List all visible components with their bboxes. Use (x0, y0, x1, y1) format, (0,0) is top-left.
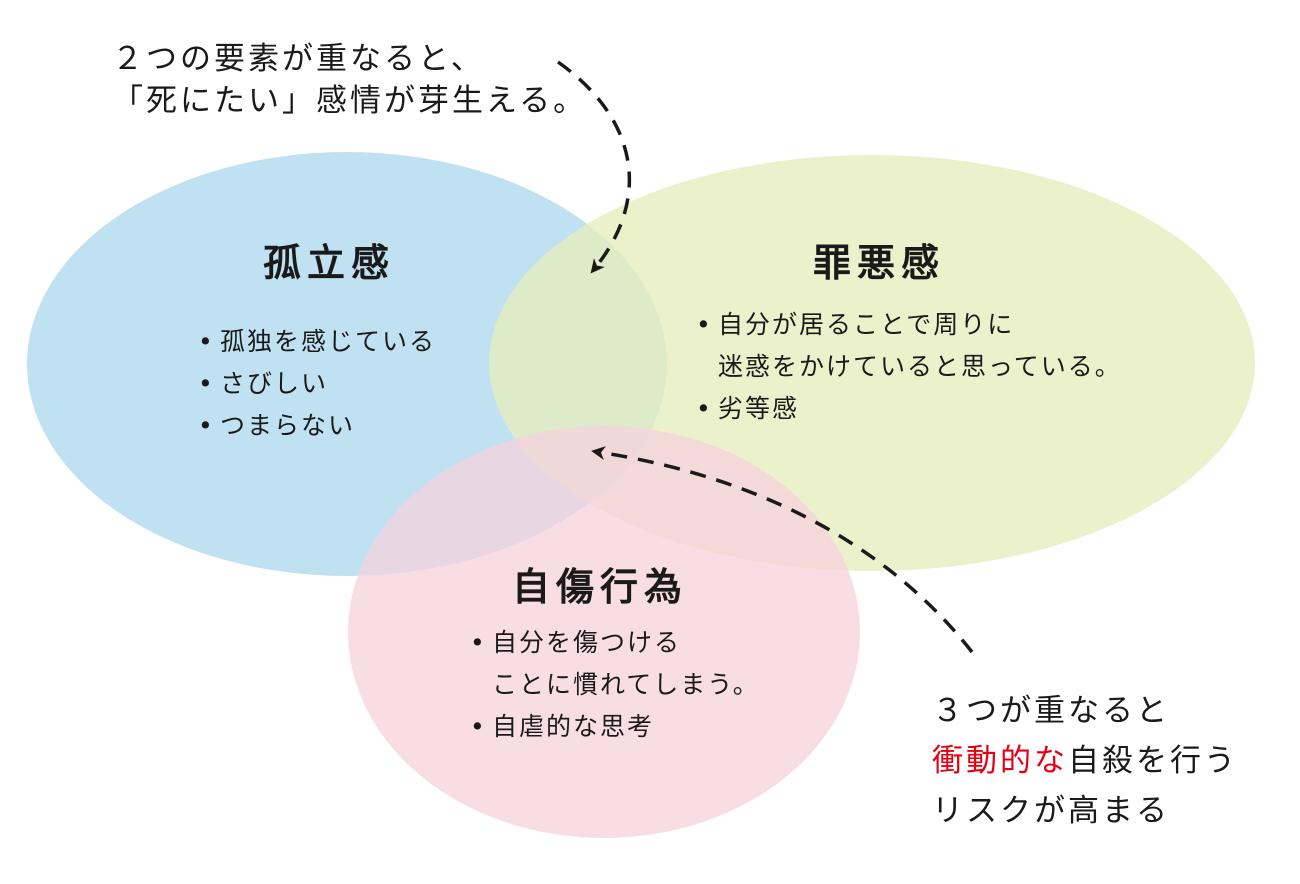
isolation-title: 孤立感 (263, 241, 396, 285)
list-item: •つまらない (198, 405, 436, 447)
bullet-icon: • (470, 712, 487, 741)
bullet-icon: • (696, 310, 713, 339)
top-note: ２つの要素が重なると、 「死にたい」感情が芽生える。 (112, 38, 587, 122)
list-item-continuation: 迷惑をかけていると思っている。 (718, 352, 1122, 381)
list-item: •孤独を感じている (198, 321, 436, 363)
list-item: •さびしい (198, 363, 436, 405)
guilt-title: 罪悪感 (813, 241, 946, 285)
top-note-line2: 「死にたい」感情が芽生える。 (112, 83, 588, 119)
bullet-icon: • (198, 411, 215, 440)
bullet-icon: • (470, 628, 487, 657)
bottom-dashed-arrow (591, 446, 974, 654)
list-item: •自分を傷つける (470, 622, 760, 664)
selfharm-list: •自分を傷つける ことに慣れてしまう。 •自虐的な思考 (470, 622, 760, 748)
bullet-icon: • (198, 327, 215, 356)
bottom-note: ３つが重なると 衝動的な自殺を行う リスクが高まる (932, 686, 1238, 836)
bullet-icon: • (696, 394, 713, 423)
isolation-list: •孤独を感じている •さびしい •つまらない (198, 321, 436, 447)
bottom-note-line2: 衝動的な自殺を行う (932, 743, 1238, 779)
list-item-continuation: ことに慣れてしまう。 (492, 670, 760, 699)
list-item: •自虐的な思考 (470, 706, 760, 748)
list-item: •劣等感 (696, 388, 1122, 430)
selfharm-title: 自傷行為 (512, 565, 689, 609)
list-item: •自分が居ることで周りに (696, 304, 1122, 346)
bullet-icon: • (198, 369, 215, 398)
bottom-note-line1: ３つが重なると (932, 693, 1170, 729)
top-dashed-arrow (556, 60, 632, 274)
top-note-line1: ２つの要素が重なると、 (112, 41, 485, 77)
selfharm-circle (348, 426, 860, 838)
guilt-list: •自分が居ることで周りに 迷惑をかけていると思っている。 •劣等感 (696, 304, 1122, 430)
bottom-note-line3: リスクが高まる (932, 793, 1170, 829)
emphasis-text: 衝動的な (932, 743, 1068, 779)
